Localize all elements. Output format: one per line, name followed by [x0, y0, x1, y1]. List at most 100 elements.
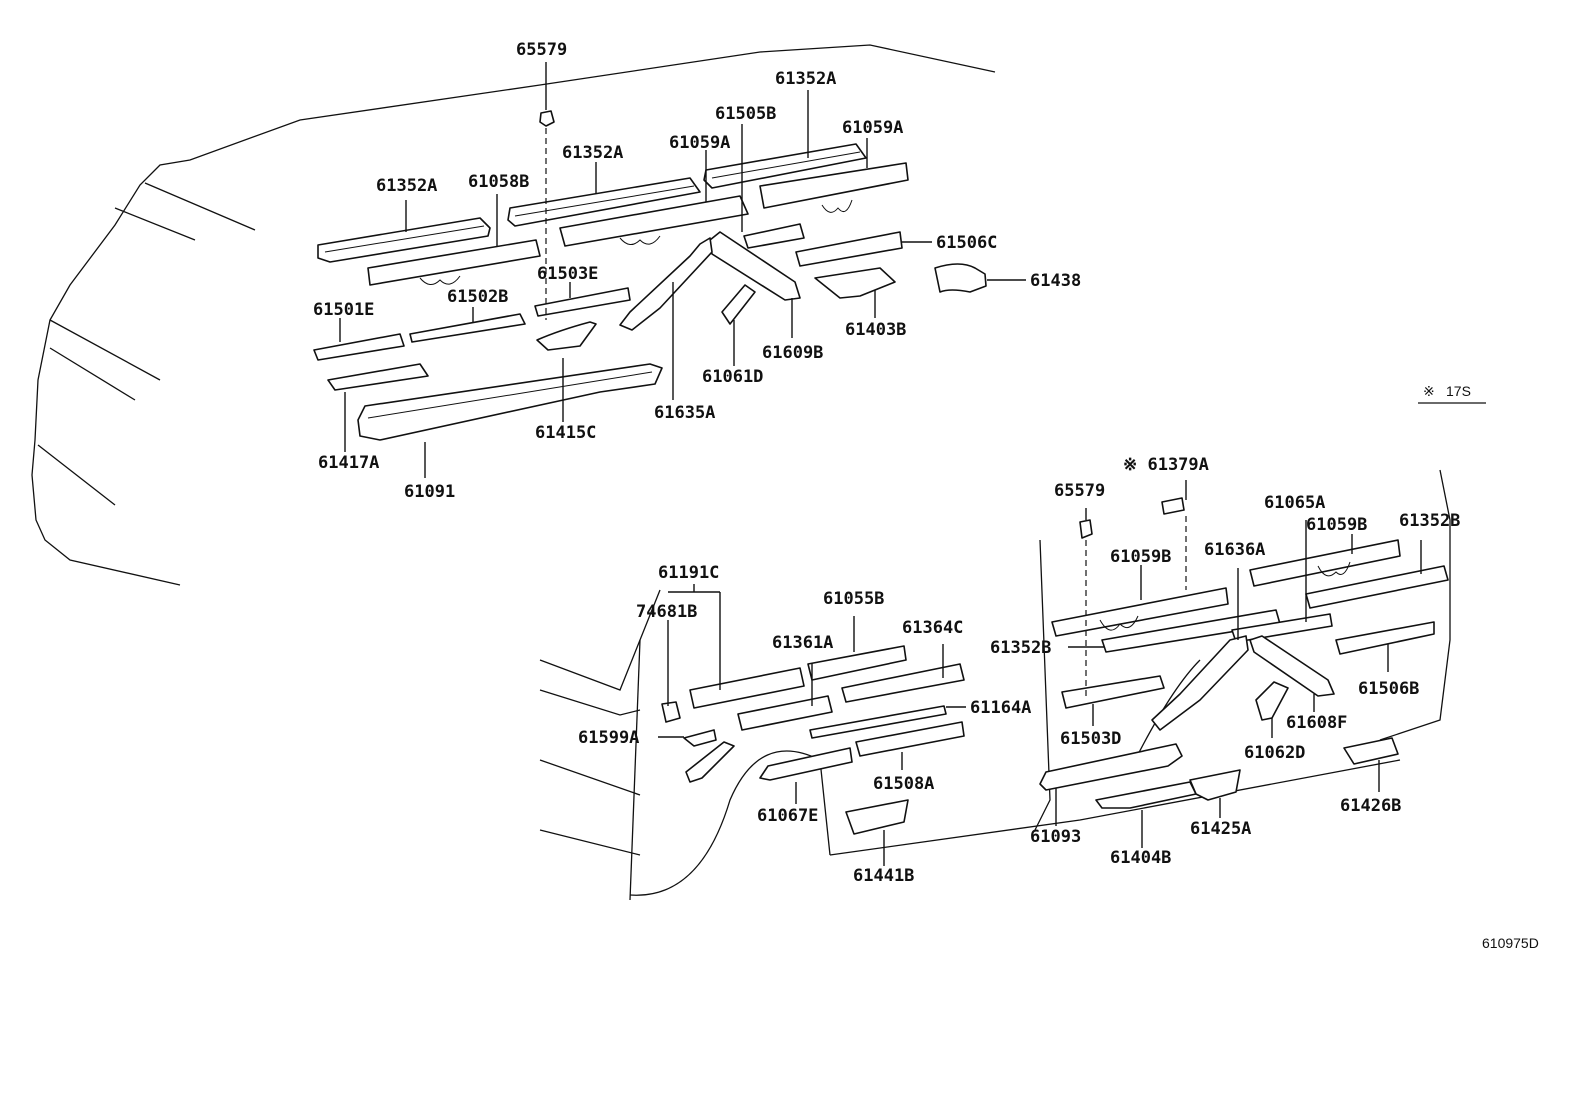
part-label[interactable]: 61417A [318, 453, 379, 473]
part-61404B [1095, 781, 1197, 809]
part-label[interactable]: 61352B [1399, 511, 1460, 531]
vehicle-body-outline-front [31, 44, 996, 586]
part-label[interactable]: 61093 [1030, 827, 1081, 847]
part-61505B [743, 223, 805, 249]
part-label[interactable]: 61352A [376, 176, 437, 196]
part-label[interactable]: 61503E [537, 264, 598, 284]
part-label[interactable]: 61364C [902, 618, 963, 638]
part-61067E [759, 747, 853, 781]
part-61502B [409, 313, 526, 343]
part-label[interactable]: 61609B [762, 343, 823, 363]
part-61055B [807, 645, 907, 681]
part-label[interactable]: 74681B [636, 602, 697, 622]
figure-id: 610975D [1482, 935, 1539, 951]
part-label[interactable]: 61059A [669, 133, 730, 153]
part-61599A [683, 729, 717, 747]
part-61508A [855, 721, 965, 757]
part-label[interactable]: 61608F [1286, 713, 1347, 733]
part-61438 [934, 263, 987, 293]
labels-upper: 65579 61352A 61505B 61352A 61059A 61059A… [313, 40, 1081, 502]
part-61191C [689, 667, 805, 709]
note-text: 17S [1446, 383, 1471, 399]
part-label[interactable]: 61058B [468, 172, 529, 192]
part-61059A-left [559, 195, 749, 247]
part-61415C [536, 321, 597, 351]
labels-lower: ※ 61379A 65579 61065A 61059B 61352B 6105… [578, 455, 1460, 886]
part-label[interactable]: 61426B [1340, 796, 1401, 816]
part-61608F [1249, 635, 1335, 697]
part-61059A-right [759, 162, 909, 209]
part-label[interactable]: 61062D [1244, 743, 1305, 763]
part-label[interactable]: 61065A [1264, 493, 1325, 513]
part-label[interactable]: 61508A [873, 774, 934, 794]
part-label[interactable]: 61503D [1060, 729, 1121, 749]
part-61164A [809, 705, 947, 739]
part-61093 [1039, 743, 1183, 791]
part-label[interactable]: 61636A [1204, 540, 1265, 560]
part-61059B-upper [1249, 539, 1401, 587]
applicability-note: ※ 17S [1418, 383, 1486, 404]
part-61503D [1061, 675, 1165, 709]
part-61506B [1335, 621, 1435, 655]
part-label[interactable]: 61403B [845, 320, 906, 340]
part-61426B [1343, 737, 1399, 765]
part-61425A [1189, 769, 1241, 801]
part-61609B [709, 231, 801, 301]
part-61501E [313, 333, 405, 361]
part-label[interactable]: 61635A [654, 403, 715, 423]
upper-parts [313, 110, 987, 441]
part-label[interactable]: 61425A [1190, 819, 1251, 839]
part-61636A [1151, 635, 1249, 731]
leader-lines-lower [658, 480, 1422, 866]
part-61059B-lower [1051, 587, 1229, 637]
part-label[interactable]: 61501E [313, 300, 374, 320]
part-61441B [845, 799, 909, 835]
part-61191C-lower [685, 741, 735, 783]
part-label[interactable]: 61055B [823, 589, 884, 609]
part-label[interactable]: 61352A [562, 143, 623, 163]
part-label[interactable]: 61352A [775, 69, 836, 89]
part-label[interactable]: 61404B [1110, 848, 1171, 868]
part-label[interactable]: 61059A [842, 118, 903, 138]
part-label[interactable]: 65579 [516, 40, 567, 60]
part-61417A [327, 363, 429, 391]
part-61506C [795, 231, 903, 267]
part-label[interactable]: 61599A [578, 728, 639, 748]
note-symbol: ※ [1423, 383, 1435, 399]
part-label[interactable]: 61438 [1030, 271, 1081, 291]
part-61403B [814, 267, 896, 299]
part-61364C [841, 663, 965, 703]
part-label[interactable]: 61506C [936, 233, 997, 253]
part-61503E [534, 287, 631, 317]
part-74681B [661, 701, 681, 723]
part-61352A-right [703, 143, 867, 189]
part-label[interactable]: 61352B [990, 638, 1051, 658]
vehicle-body-outline-rear [539, 469, 1451, 901]
part-label[interactable]: 61441B [853, 866, 914, 886]
part-65579-lower [1079, 519, 1093, 539]
part-61352A-mid [507, 177, 701, 227]
part-61635A [619, 237, 713, 331]
part-61352A-left [317, 217, 491, 263]
part-61352B-right [1305, 565, 1449, 609]
part-label[interactable]: 61059B [1306, 515, 1367, 535]
part-label[interactable]: 61164A [970, 698, 1031, 718]
part-label[interactable]: 61061D [702, 367, 763, 387]
part-label[interactable]: 61191C [658, 563, 719, 583]
part-label[interactable]: 61505B [715, 104, 776, 124]
part-label[interactable]: ※ 61379A [1123, 455, 1209, 475]
part-label[interactable]: 61091 [404, 482, 455, 502]
part-65579-upper [539, 110, 555, 127]
part-label[interactable]: 61067E [757, 806, 818, 826]
part-label[interactable]: 61059B [1110, 547, 1171, 567]
part-61379A [1161, 497, 1185, 515]
part-label[interactable]: 61502B [447, 287, 508, 307]
part-label[interactable]: 61415C [535, 423, 596, 443]
part-label[interactable]: 61361A [772, 633, 833, 653]
part-61058B [367, 239, 541, 286]
part-61062D [1255, 681, 1289, 721]
lower-parts [661, 497, 1449, 835]
part-label[interactable]: 61506B [1358, 679, 1419, 699]
part-label[interactable]: 65579 [1054, 481, 1105, 501]
